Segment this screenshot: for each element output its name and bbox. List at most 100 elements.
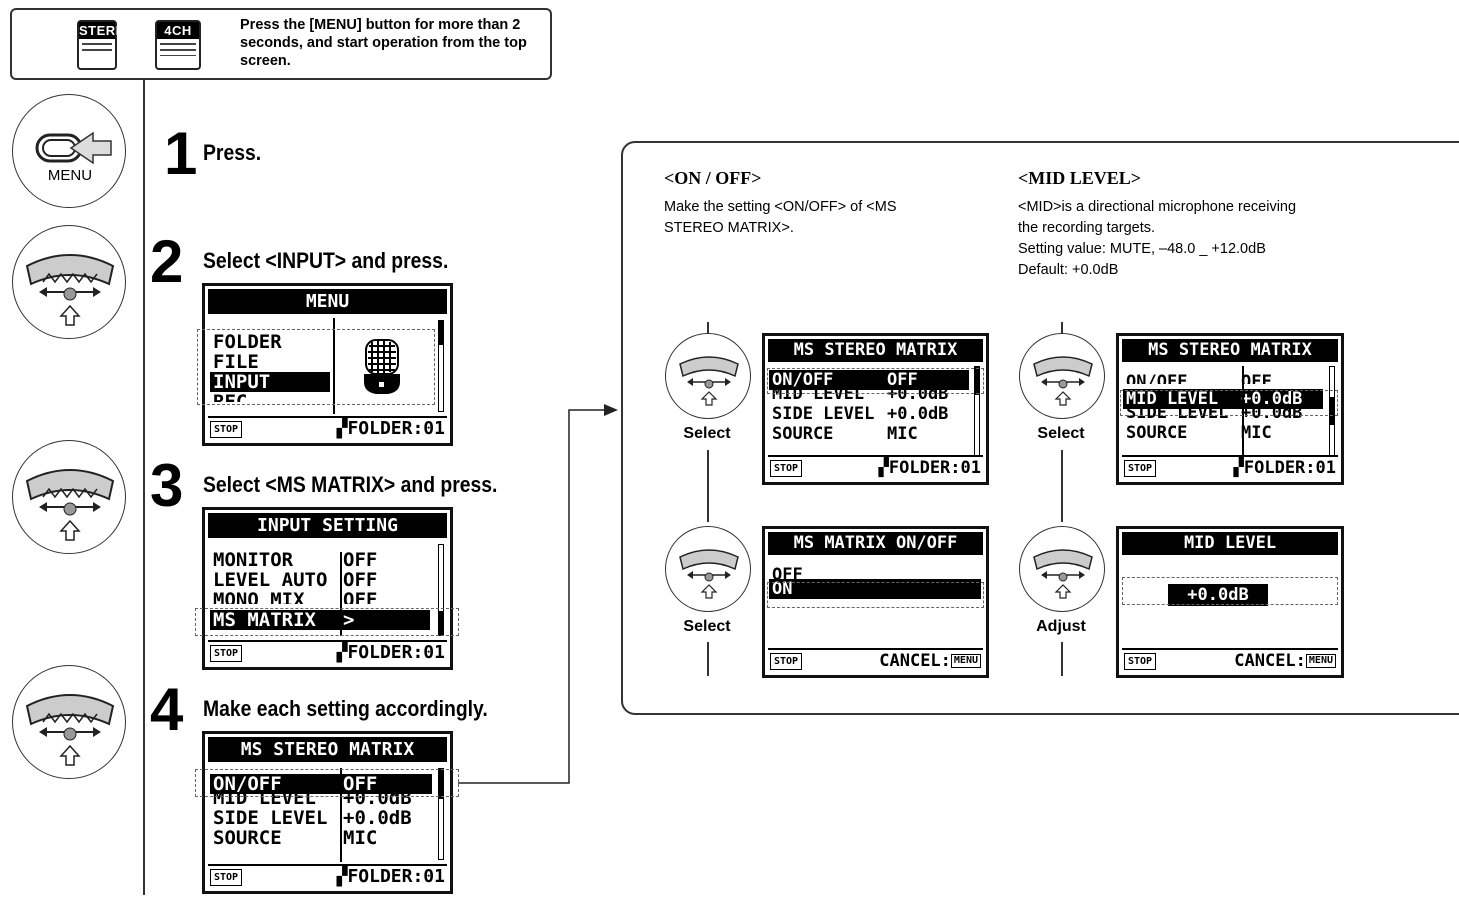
highlight-dashed-box xyxy=(195,769,459,797)
row-level-auto-label[interactable]: LEVEL AUTO xyxy=(213,569,328,591)
jog-dial-icon xyxy=(1033,356,1093,406)
dial-select-onoff-2 xyxy=(665,526,751,612)
stop-indicator: STOP xyxy=(770,653,803,670)
row-source-value: MIC xyxy=(1241,423,1272,443)
cancel-indicator: CANCEL:MENU xyxy=(1234,650,1336,672)
menu-item-rec[interactable]: REC xyxy=(213,392,247,402)
scrollbar[interactable] xyxy=(438,768,444,860)
settings-detail-panel xyxy=(621,141,1459,715)
folder-indicator: ▞FOLDER:01 xyxy=(336,418,445,439)
step-4-text: Make each setting accordingly. xyxy=(203,696,488,721)
on-off-section-desc: Make the setting <ON/OFF> of <MS STEREO … xyxy=(664,199,897,236)
step-3-number: 3 xyxy=(150,452,183,519)
stereo-badge-label: STEREO xyxy=(79,22,136,39)
mid-desc-line: Default: +0.0dB xyxy=(1018,262,1119,278)
row-on-off-value: OFF xyxy=(343,773,378,795)
row-source-value: MIC xyxy=(343,827,378,849)
row-side-level-value: +0.0dB xyxy=(343,807,412,829)
ms-matrix-title: MS STEREO MATRIX xyxy=(768,339,983,362)
stop-indicator: STOP xyxy=(770,460,803,477)
row-monitor-value: OFF xyxy=(343,549,378,571)
header-instruction: Press the [MENU] button for more than 2 … xyxy=(240,17,527,69)
option-off[interactable]: OFF xyxy=(772,565,803,579)
mid-level-value[interactable]: +0.0dB xyxy=(1168,584,1268,606)
folder-indicator: ▞FOLDER:01 xyxy=(336,866,445,887)
row-source-label[interactable]: SOURCE xyxy=(772,424,834,444)
menu-item-folder[interactable]: FOLDER xyxy=(213,331,282,353)
stop-indicator: STOP xyxy=(210,869,243,886)
connector-arrow xyxy=(458,404,618,784)
select-label: Select xyxy=(683,425,731,442)
row-level-auto-value: OFF xyxy=(343,569,378,591)
stop-indicator: STOP xyxy=(210,645,243,662)
folder-indicator: ▞FOLDER:01 xyxy=(336,642,445,663)
highlight-dashed-box xyxy=(1120,390,1338,416)
menu-screen-title: MENU xyxy=(208,289,447,314)
highlight-dashed-box xyxy=(767,582,984,608)
row-side-level-value: +0.0dB xyxy=(1241,409,1303,423)
row-source-label[interactable]: SOURCE xyxy=(1126,423,1188,443)
dial-step-4 xyxy=(12,665,126,779)
input-setting-screen: INPUT SETTING MONITOR OFF LEVEL AUTO OFF M… xyxy=(202,507,453,670)
mid-desc-line: <MID>is a directional microphone receivi… xyxy=(1018,199,1297,215)
row-source-label[interactable]: SOURCE xyxy=(213,827,282,849)
stop-indicator: STOP xyxy=(1124,653,1157,670)
row-ms-matrix-value: > xyxy=(343,609,355,631)
jog-dial-icon xyxy=(25,254,115,326)
mid-desc-line: the recording targets. xyxy=(1018,220,1156,236)
dial-select-onoff xyxy=(665,333,751,419)
menu-key-box: MENU xyxy=(1305,654,1336,668)
ms-matrix-screen-mid: MS STEREO MATRIX ON/OFF OFF MID LEVEL +0.0… xyxy=(1116,333,1344,485)
step-divider-line xyxy=(143,80,145,895)
row-on-off-value: OFF xyxy=(887,370,918,390)
jog-dial-icon xyxy=(25,694,115,766)
on-off-screen-title: MS MATRIX ON/OFF xyxy=(768,532,983,555)
adjust-label: Adjust xyxy=(1036,618,1086,635)
row-side-level-label[interactable]: SIDE LEVEL xyxy=(213,807,328,829)
row-side-level-label[interactable]: SIDE LEVEL xyxy=(1126,409,1229,423)
row-side-level-value: +0.0dB xyxy=(887,404,949,424)
microphone-icon xyxy=(364,339,400,394)
row-on-off-label[interactable]: ON/OFF xyxy=(772,370,834,390)
select-label: Select xyxy=(683,618,731,635)
row-on-off-label[interactable]: ON/OFF xyxy=(213,773,282,795)
mid-level-section-desc: <MID>is a directional microphone receivi… xyxy=(1018,197,1358,281)
select-label: Select xyxy=(1037,425,1085,442)
row-on-off-label[interactable]: ON/OFF xyxy=(1126,372,1188,384)
row-mid-level-value: +0.0dB xyxy=(343,794,412,808)
highlight-dashed-box xyxy=(195,608,459,636)
stop-indicator: STOP xyxy=(210,421,243,438)
row-monitor-label[interactable]: MONITOR xyxy=(213,549,294,571)
step-4-number: 4 xyxy=(150,676,183,743)
mid-level-screen-title: MID LEVEL xyxy=(1122,532,1338,555)
mid-desc-line: Setting value: MUTE, –48.0 _ +12.0dB xyxy=(1018,241,1266,257)
row-mid-level-label[interactable]: MID LEVEL xyxy=(213,794,316,808)
step-1-text: Press. xyxy=(203,140,262,165)
menu-button-label: MENU xyxy=(47,167,93,184)
jog-dial-icon xyxy=(25,469,115,541)
step-1-number: 1 xyxy=(164,120,197,187)
4ch-badge: 4CH xyxy=(155,20,201,70)
row-side-level-label[interactable]: SIDE LEVEL xyxy=(772,404,875,424)
row-ms-matrix-label[interactable]: MS MATRIX xyxy=(213,609,316,631)
scrollbar[interactable] xyxy=(438,320,444,412)
ms-matrix-title: MS STEREO MATRIX xyxy=(1122,339,1338,362)
row-mid-level-label[interactable]: MID LEVEL xyxy=(1126,389,1219,409)
cancel-indicator: CANCEL:MENU xyxy=(879,650,981,672)
menu-button-dial: MENU xyxy=(12,94,126,208)
jog-dial-icon xyxy=(679,549,739,599)
mid-level-section-title: <MID LEVEL> xyxy=(1018,168,1142,188)
dial-step-3 xyxy=(12,440,126,554)
input-setting-title: INPUT SETTING xyxy=(208,513,447,538)
stop-indicator: STOP xyxy=(1124,460,1157,477)
row-mono-mix-label[interactable]: MONO MIX xyxy=(213,590,305,604)
row-on-off-value: OFF xyxy=(1241,372,1272,384)
stereo-badge: STEREO xyxy=(77,20,136,70)
step-2-text: Select <INPUT> and press. xyxy=(203,248,449,273)
folder-indicator: ▞FOLDER:01 xyxy=(1233,458,1336,478)
option-on[interactable]: ON xyxy=(772,579,793,599)
menu-item-file[interactable]: FILE xyxy=(213,351,259,373)
jog-dial-icon xyxy=(1033,549,1093,599)
menu-item-input[interactable]: INPUT xyxy=(213,371,271,393)
row-source-value: MIC xyxy=(887,424,918,444)
